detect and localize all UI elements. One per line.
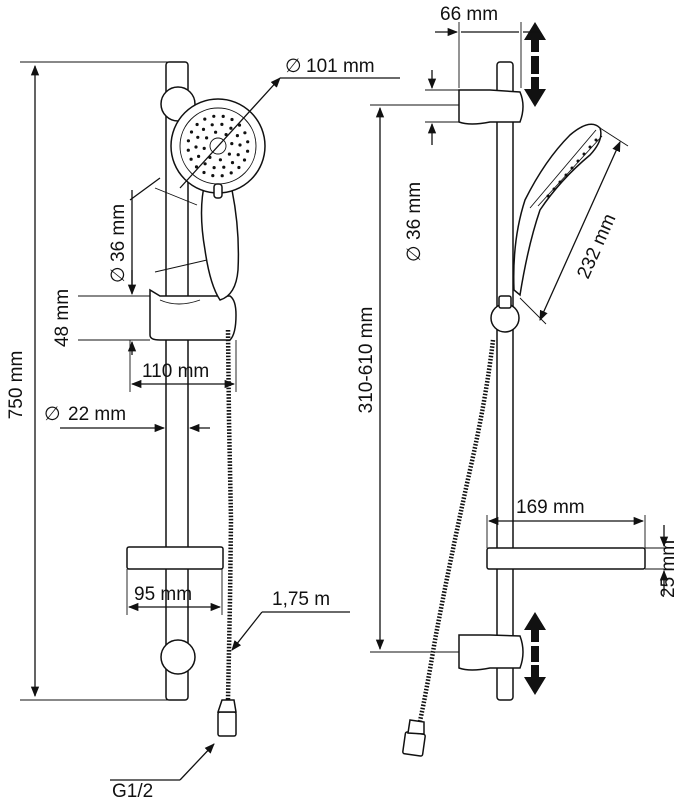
side-hose-nut	[402, 719, 426, 757]
front-handle-diameter-label: 36 mm	[108, 204, 129, 262]
nozzle-dot	[201, 127, 206, 131]
nozzle-dot	[220, 122, 224, 126]
nozzle-dot	[236, 153, 240, 157]
nozzle-dot	[242, 158, 247, 162]
nozzle-dot	[203, 162, 207, 166]
nozzle-dot	[220, 174, 224, 178]
nozzle-dot	[224, 133, 228, 137]
front-bottom-bracket	[160, 639, 196, 675]
nozzle-dot	[186, 139, 190, 143]
nozzle-dot	[230, 161, 235, 165]
nozzle-dot	[197, 154, 201, 158]
nozzle-dot	[203, 117, 207, 121]
nozzle-dot	[570, 166, 574, 170]
nozzle-dot	[218, 158, 222, 162]
nozzle-dot	[212, 166, 216, 170]
nozzle-dot	[246, 140, 250, 144]
side-soap-dish-depth-label: 169 mm	[516, 497, 585, 518]
side-slide-rail	[496, 61, 514, 701]
nozzle-dot	[576, 159, 580, 163]
adjust-range-label: 310-610 mm	[356, 307, 377, 414]
nozzle-dot	[202, 170, 206, 175]
diameter-icon: ∅	[44, 404, 61, 425]
nozzle-dot	[246, 149, 250, 153]
rail-length-label: 750 mm	[6, 351, 27, 420]
holder-projection-label: 110 mm	[142, 361, 209, 382]
nozzle-dot	[227, 152, 231, 156]
nozzle-dot	[205, 136, 209, 140]
nozzle-dot	[582, 152, 586, 156]
nozzle-dot	[210, 123, 214, 127]
nozzle-dot	[189, 157, 193, 161]
shower-nozzles	[186, 114, 250, 178]
nozzle-dot	[558, 180, 562, 184]
head-diameter-label: 101 mm	[306, 56, 375, 77]
front-slide-holder	[149, 288, 237, 341]
rail-diameter-label: 22 mm	[68, 404, 126, 425]
nozzle-dot	[230, 142, 234, 146]
nozzle-dot	[546, 194, 550, 198]
nozzle-dot	[211, 174, 215, 178]
side-view: 66 mm ∅ 36 mm 310-610 mm 232 mm 169 mm 2…	[356, 4, 678, 757]
hose-length-label: 1,75 m	[272, 589, 330, 610]
nozzle-dot	[594, 138, 598, 142]
side-top-holder	[458, 89, 524, 125]
front-soap-dish-depth-label: 95 mm	[134, 584, 192, 605]
diameter-icon: ∅	[108, 266, 129, 283]
nozzle-dot	[221, 114, 225, 118]
side-bottom-holder	[458, 634, 524, 671]
front-hose	[225, 329, 234, 701]
handshower-length-label: 232 mm	[573, 211, 620, 282]
nozzle-dot	[229, 171, 233, 175]
nozzle-dot	[588, 145, 592, 149]
nozzle-dot	[202, 146, 206, 150]
nozzle-dot	[237, 165, 241, 170]
nozzle-dot	[194, 145, 198, 149]
nozzle-dot	[229, 126, 233, 130]
side-handle-diameter-label: 36 mm	[404, 182, 425, 240]
diameter-icon: ∅	[404, 245, 425, 262]
nozzle-dot	[222, 165, 226, 169]
front-hose-nut	[217, 711, 237, 737]
front-view: 750 mm ∅ 101 mm ∅ 36 mm 48 mm 110 mm ∅ 2…	[6, 56, 400, 800]
nozzle-dot	[195, 122, 199, 127]
nozzle-dot	[196, 135, 200, 139]
up-down-arrow-icon	[524, 612, 546, 695]
side-hose	[415, 339, 496, 731]
nozzle-dot	[230, 117, 234, 122]
side-soap-dish	[486, 547, 646, 570]
connection-thread-label: G1/2	[112, 781, 153, 800]
nozzle-dot	[212, 114, 216, 118]
soap-dish-height-label: 25 mm	[658, 540, 678, 598]
up-down-arrow-icon	[524, 22, 546, 107]
nozzle-dot	[194, 165, 199, 169]
diameter-icon: ∅	[285, 56, 302, 77]
nozzle-dot	[189, 130, 194, 134]
holder-height-label: 48 mm	[52, 289, 73, 347]
front-soap-dish	[126, 546, 224, 570]
nozzle-dot	[238, 143, 242, 147]
holder-width-label: 66 mm	[440, 4, 498, 25]
nozzle-dot	[564, 173, 568, 177]
nozzle-dot	[214, 130, 218, 134]
nozzle-dot	[235, 134, 239, 138]
nozzle-dot	[552, 187, 556, 191]
nozzle-dot	[243, 131, 247, 135]
nozzle-dot	[186, 148, 190, 152]
